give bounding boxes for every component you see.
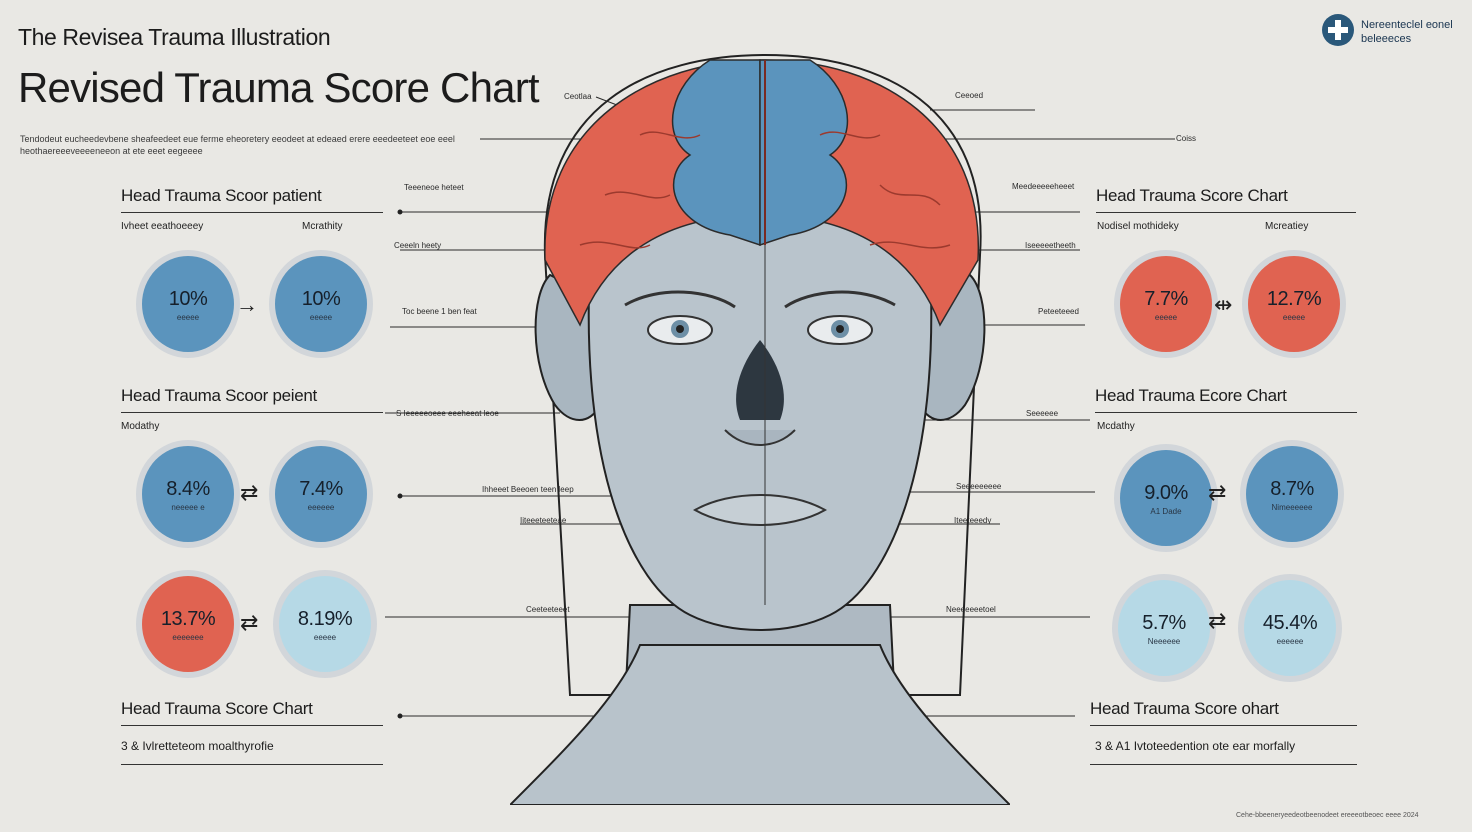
right-section2-sub-left: Mcdathy [1097,421,1135,432]
badge-caption: eeeeee [307,503,335,512]
right-section1-sub-left: Nodisel mothideky [1097,221,1179,232]
right-s3-badge-2: 45.4% eeeeee [1244,580,1336,676]
right-section1-title: Head Trauma Score Chart [1096,186,1288,205]
divider [1090,725,1357,726]
annotation-label: Neeeeeeetoel [946,605,996,614]
right-section1-sub-right: Mcreatiey [1265,221,1309,232]
annotation-label: S Ieeeeeoeee eeeheeat leoe [396,409,499,418]
nose-cavity [736,340,784,420]
divider [121,764,383,765]
annotation-label: Seeeeee [1026,409,1059,418]
brain-blue-right [759,59,849,247]
page-title: Revised Trauma Score Chart [18,64,540,111]
annotation-label: Ihheeet Beeoen teen leep [482,485,574,494]
org-name: Nereenteclel eonel beleeeces [1361,19,1453,45]
left-section1-sub-right: Mcrathity [302,221,343,232]
annotation-label: Iseeeeetheeth [1025,241,1076,250]
annotation-label: Teeeneoe heteet [404,183,464,192]
badge-value: 8.19% [297,608,353,630]
right-s1-badge-1: 7.7% eeeee [1120,256,1212,352]
intro-text: Tendodeut eucheedevbene sheafeedeet eue … [20,134,455,156]
badge-caption: eeeee [1282,313,1306,322]
badge-caption: eeeeeee [172,633,204,642]
right-section4-note: 3 & A1 Ivtoteedention ote ear morfally [1095,739,1296,753]
badge-value: 5.7% [1142,612,1186,634]
left-section4-title: Head Trauma Score Chart [121,699,313,718]
head-illustration [510,53,1010,805]
right-s1-badge-2: 12.7% eeeee [1248,256,1340,352]
right-s3-badge-1: 5.7% Neeeeee [1118,580,1210,676]
badge-value: 13.7% [160,608,216,630]
swap-arrows-icon: ⇄ [240,480,259,505]
left-section2-sub-left: Modathy [121,421,160,432]
double-arrow-icon: ⇹ [1214,292,1233,317]
annotation-label: Ceeoed [955,91,984,100]
divider [1095,412,1357,413]
page-kicker: The Revisea Trauma Illustration [18,24,331,50]
annotation-label: Meedeeeeeheeet [1012,182,1075,191]
badge-value: 7.7% [1144,288,1188,310]
badge-value: 10% [168,288,208,310]
badge-caption: eeeee [1154,313,1178,322]
badge-value: 8.4% [166,478,210,500]
right-s2-badge-1: 9.0% A1 Dade [1120,450,1212,546]
annotation-label: Iteeteeedy [954,516,992,525]
medical-cross-icon [1322,14,1354,46]
badge-caption: Nimeeeeee [1271,503,1313,512]
annotation-label: Coiss [1176,134,1197,143]
arrow-right-icon: → [236,292,258,317]
shoulders-shape [510,644,1010,805]
left-section1-title: Head Trauma Scoor patient [121,186,322,205]
annotation-label: Ceotlaa [564,92,592,101]
annotation-label: Iiteeeteeteae [520,516,567,525]
badge-caption: eeeeee [1276,637,1304,646]
badge-caption: eeeee [176,313,200,322]
badge-caption: neeeee e [171,503,205,512]
left-s3-badge-2: 8.19% eeeee [279,576,371,672]
left-s1-badge-1: 10% eeeee [142,256,234,352]
badge-caption: A1 Dade [1150,507,1182,516]
annotation-label: Seeeeeeeee [956,482,1002,491]
mouth [692,494,828,526]
swap-arrows-icon: ⇄ [1208,608,1227,633]
badge-value: 9.0% [1144,482,1188,504]
badge-caption: eeeee [309,313,333,322]
brain-blue-left [671,59,761,247]
left-section4-note: 3 & Ivlretteteom moalthyrofie [121,739,274,753]
right-section4-title: Head Trauma Score ohart [1090,699,1279,718]
badge-value: 45.4% [1262,612,1318,634]
footer-credit: Cehe-bbeeneryeedeotbeenodeet ereeeotbeoe… [1236,812,1419,819]
left-s1-badge-2: 10% eeeee [275,256,367,352]
annotation-label: Ceeeln heety [394,241,442,250]
annotation-label: Toc beene 1 ben feat [402,307,477,316]
badge-value: 7.4% [299,478,343,500]
badge-value: 8.7% [1270,478,1314,500]
badge-value: 12.7% [1266,288,1322,310]
swap-arrows-icon: ⇄ [240,610,259,635]
divider [121,725,383,726]
swap-arrows-icon: ⇄ [1208,480,1227,505]
left-section2-title: Head Trauma Scoor peient [121,386,317,405]
left-s3-badge-1: 13.7% eeeeeee [142,576,234,672]
left-s2-badge-2: 7.4% eeeeee [275,446,367,542]
divider [1096,212,1356,213]
badge-caption: eeeee [313,633,337,642]
left-s2-badge-1: 8.4% neeeee e [142,446,234,542]
left-section1-sub-left: Ivheet eeathoeeey [121,221,204,232]
divider [121,212,383,213]
annotation-label: Peteeteeed [1038,307,1079,316]
badge-value: 10% [301,288,341,310]
right-s2-badge-2: 8.7% Nimeeeeee [1246,446,1338,542]
divider [1090,764,1357,765]
divider [121,412,383,413]
right-section2-title: Head Trauma Ecore Chart [1095,386,1287,405]
badge-caption: Neeeeee [1147,637,1181,646]
annotation-label: Ceeteeteeet [526,605,570,614]
